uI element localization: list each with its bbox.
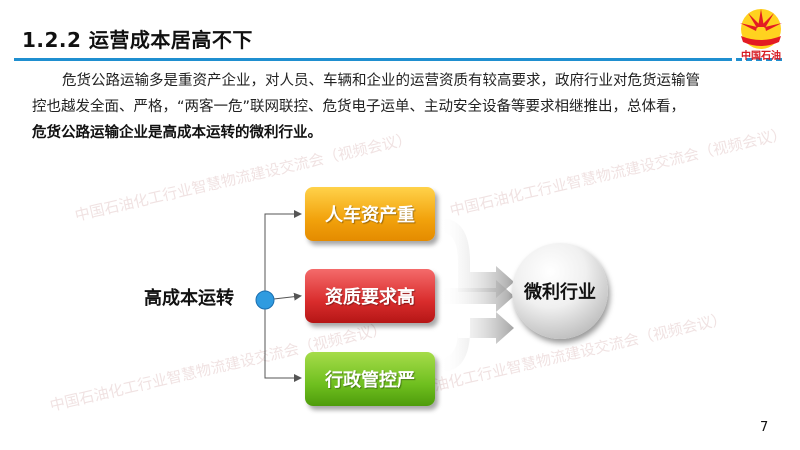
paragraph-line-2: 控也越发全面、严格，“两客一危”联网联控、危货电子运单、主动安全设备等要求相继推… xyxy=(32,99,686,115)
paragraph-line-1: 危货公路运输多是重资产企业，对人员、车辆和企业的运营资质有较高要求，政府行业对危… xyxy=(62,73,700,89)
box-asset-heavy: 人车资产重 xyxy=(305,187,435,241)
connector-bottom xyxy=(264,300,302,382)
page-number: 7 xyxy=(760,420,769,435)
box-high-qualification: 资质要求高 xyxy=(305,269,435,323)
box-strict-control: 行政管控严 xyxy=(305,352,435,406)
page-title: 1.2.2 运营成本居高不下 xyxy=(22,28,253,52)
arrow-middle-icon xyxy=(440,280,514,312)
body-paragraph: 危货公路运输多是重资产企业，对人员、车辆和企业的运营资质有较高要求，政府行业对危… xyxy=(32,68,757,146)
logo-text: 中国石油 xyxy=(741,51,781,62)
title-underline-dash xyxy=(726,58,786,61)
arrow-top-icon xyxy=(440,218,514,298)
paragraph-conclusion: 危货公路运输企业是高成本运转的微利行业。 xyxy=(32,125,322,141)
arrow-bottom-icon xyxy=(440,312,514,372)
center-node-icon xyxy=(255,290,275,310)
connector-top xyxy=(264,210,302,300)
result-circle: 微利行业 xyxy=(512,243,608,339)
center-label: 高成本运转 xyxy=(144,288,234,309)
title-underline xyxy=(14,58,726,61)
petrochina-logo-icon xyxy=(740,9,782,49)
